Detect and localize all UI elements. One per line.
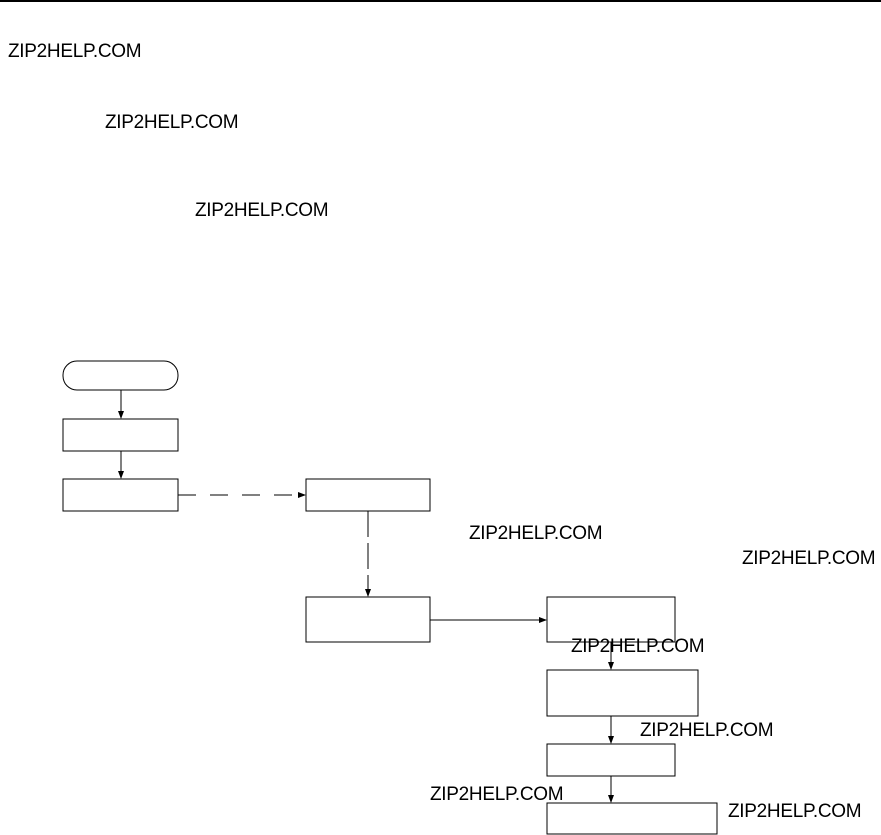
- watermark-text: ZIP2HELP.COM: [728, 801, 862, 822]
- process-box-8: [546, 802, 718, 835]
- watermark-text: ZIP2HELP.COM: [469, 523, 603, 544]
- watermark-text: ZIP2HELP.COM: [571, 636, 705, 657]
- start-terminal: [62, 360, 179, 391]
- watermark-text: ZIP2HELP.COM: [742, 548, 876, 569]
- process-box-7: [546, 743, 676, 777]
- process-box-6: [546, 669, 699, 717]
- process-box-2: [62, 478, 179, 512]
- watermark-text: ZIP2HELP.COM: [8, 41, 142, 62]
- process-box-5: [546, 596, 676, 643]
- process-box-4: [305, 596, 431, 643]
- watermark-text: ZIP2HELP.COM: [195, 200, 329, 221]
- watermark-text: ZIP2HELP.COM: [640, 720, 774, 741]
- header-rule: [0, 0, 881, 2]
- watermark-text: ZIP2HELP.COM: [430, 784, 564, 805]
- watermark-text: ZIP2HELP.COM: [105, 112, 239, 133]
- process-box-3: [305, 478, 431, 512]
- process-box-1: [62, 418, 179, 452]
